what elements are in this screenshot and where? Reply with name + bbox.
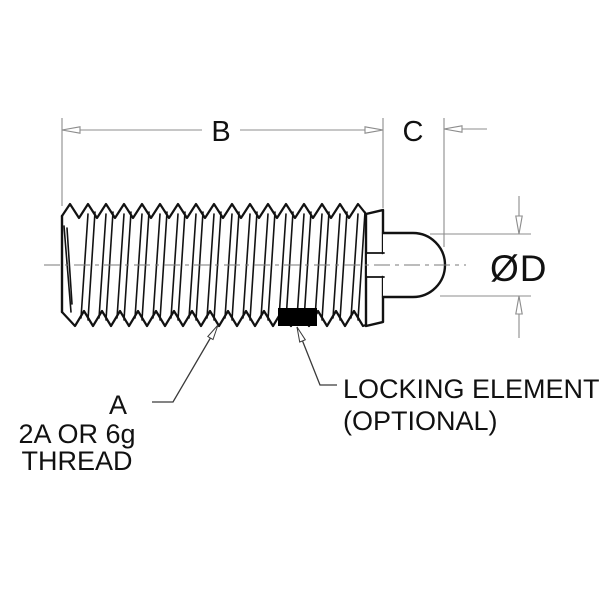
dim-label-b: B [211, 116, 230, 148]
dim-label-diameter: ØD [490, 248, 548, 289]
thread-bottom-profile [60, 309, 368, 328]
label-locking-element: LOCKING ELEMENT [343, 374, 600, 404]
label-thread-ref: A [109, 390, 127, 420]
label-thread-word: THREAD [21, 446, 132, 476]
leader-locking-arrowhead [296, 326, 307, 343]
callouts [152, 324, 337, 403]
leader-locking-element [296, 326, 337, 386]
callout-labels: A 2A OR 6g THREAD LOCKING ELEMENT (OPTIO… [18, 374, 599, 476]
dim-label-c: C [403, 116, 424, 148]
label-thread-class: 2A OR 6g [18, 419, 135, 449]
arrowhead-dia-bottom [515, 295, 523, 315]
dimension-lines [61, 118, 531, 338]
thread-flank-lines [63, 211, 366, 321]
thread-top-profile [60, 202, 368, 220]
leader-thread [152, 324, 219, 403]
dimension-labels: B C ØD [211, 116, 548, 289]
arrowhead-b-left [61, 126, 81, 134]
locking-element [278, 308, 317, 326]
leader-thread-arrowhead [207, 324, 219, 341]
arrowhead-b-right [364, 126, 384, 134]
label-locking-optional: (OPTIONAL) [343, 406, 498, 436]
arrowhead-dia-top [515, 215, 523, 235]
arrowhead-c [443, 125, 463, 133]
